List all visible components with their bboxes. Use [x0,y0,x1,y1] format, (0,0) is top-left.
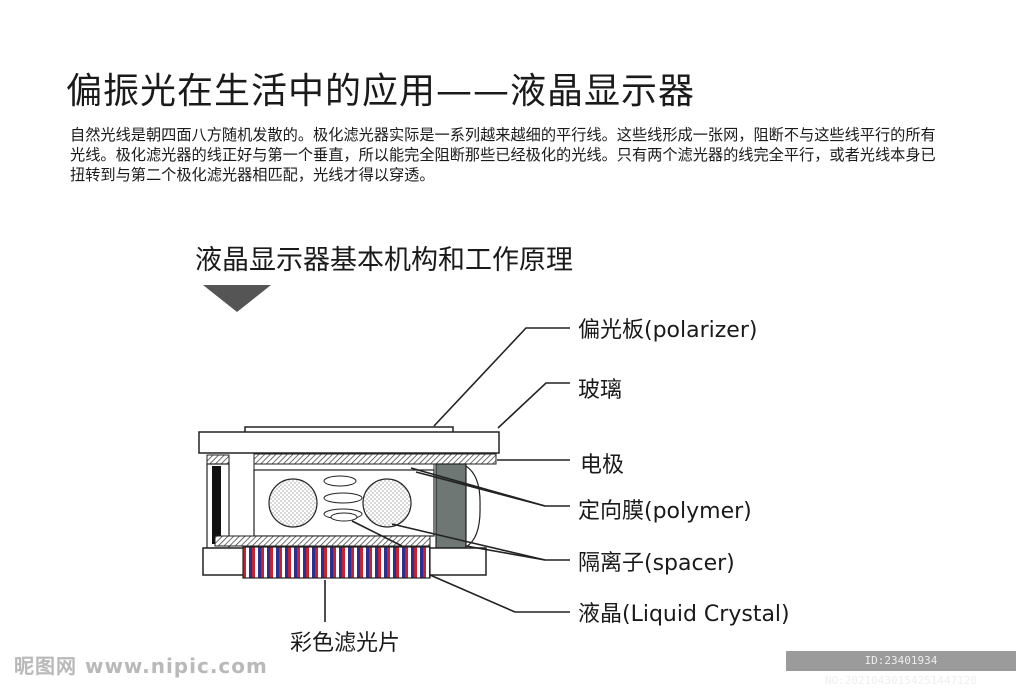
label-glass: 玻璃 [578,378,623,403]
label-liquid-crystal: 液晶(Liquid Crystal) [578,602,790,627]
top-glass [198,431,500,454]
bottom-electrode [214,535,431,547]
leader-line-liquid-crystal [429,574,570,613]
liquid-crystal-molecule [323,492,363,504]
color-filter-strip [242,546,431,579]
leader-line-polymer-a [410,467,570,507]
spacer-ball [268,478,318,528]
leader-line-polarizer [433,327,570,427]
leader-line-molecule [351,520,403,547]
top-electrode [253,453,497,465]
leader-line-spacer-b [465,545,546,561]
watermark-site: 昵图网 www.nipic.com [14,654,268,678]
label-electrode: 电极 [580,453,625,478]
watermark-id: ID:23401934 NO:20210430154251447120 [786,651,1016,687]
down-arrow-icon [203,285,271,312]
label-polarizer: 偏光板(polarizer) [578,318,758,343]
intro-paragraph: 自然光线是朝四面八方随机发散的。极化滤光器实际是一系列越来越细的平行线。这些线形… [70,126,936,184]
liquid-crystal-molecule [330,512,358,522]
liquid-crystal-molecule [323,475,357,487]
label-color-filter: 彩色滤光片 [290,631,401,656]
diagram-subtitle: 液晶显示器基本机构和工作原理 [195,245,573,276]
leader-line-polymer-b [415,471,546,507]
left-seal-pad [206,454,230,465]
upper-alignment-film [253,463,435,471]
page-title: 偏振光在生活中的应用——液晶显示器 [66,71,696,112]
label-spacer: 隔离子(spacer) [578,551,735,576]
label-polymer: 定向膜(polymer) [578,499,752,524]
right-sealant [465,464,481,549]
spacer-ball [362,478,412,528]
left-seal-inner [212,466,221,544]
leader-line-glass [497,382,570,429]
